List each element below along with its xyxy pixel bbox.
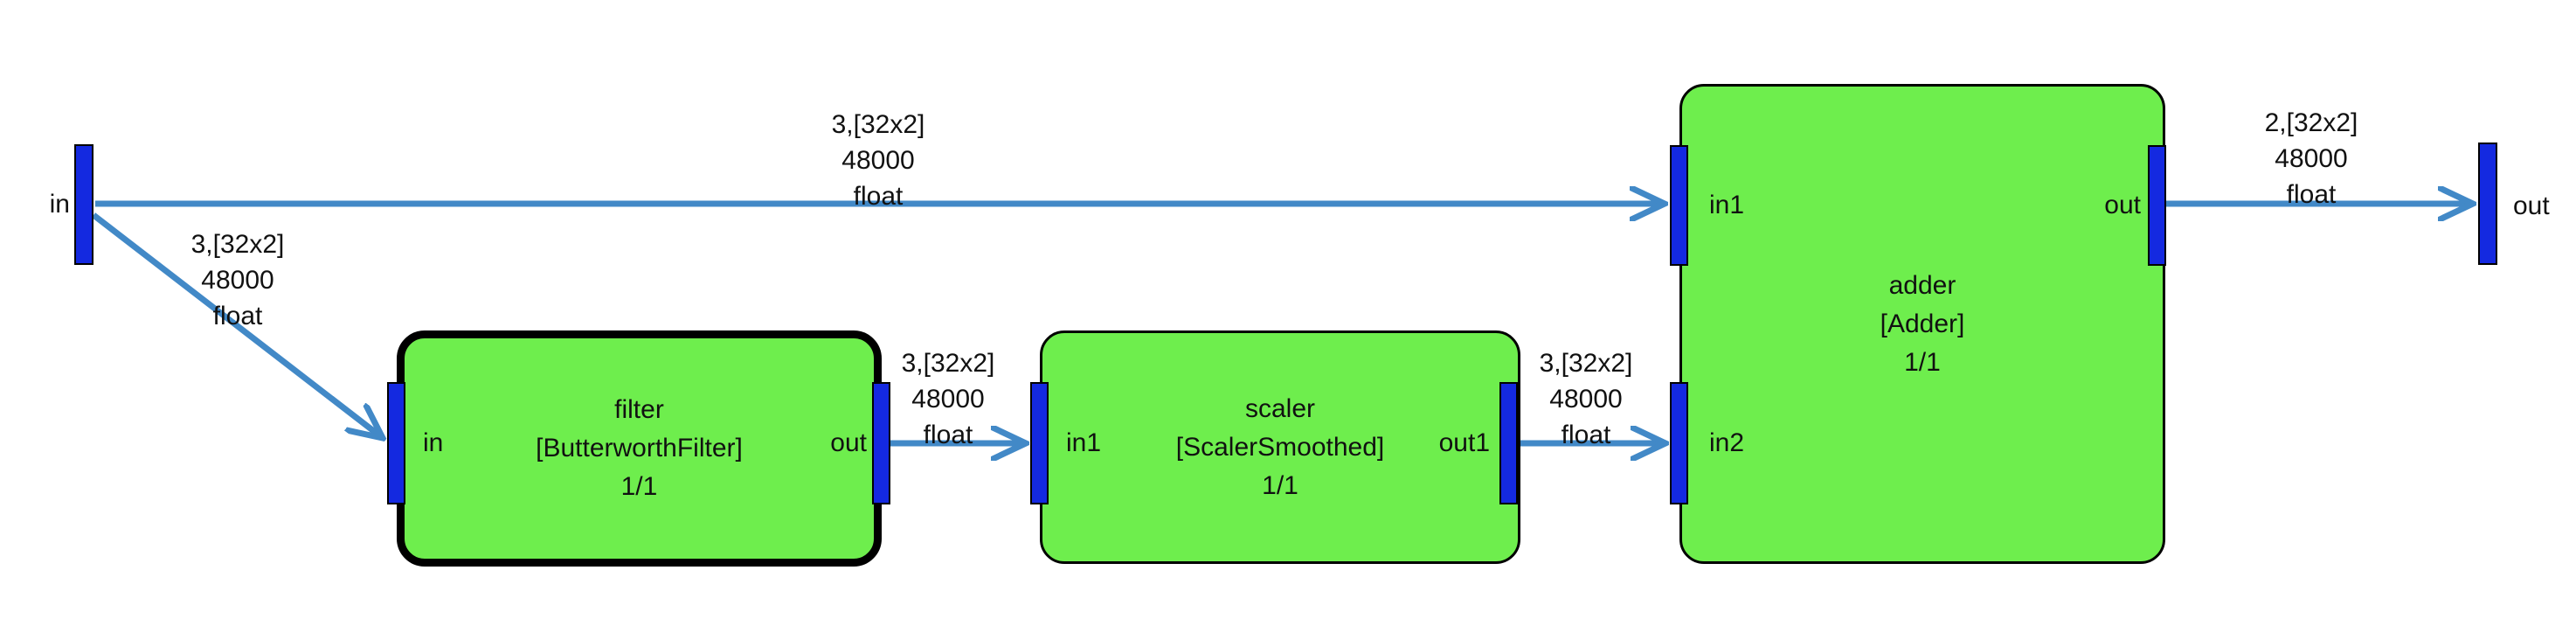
port-adder-out xyxy=(2148,145,2166,266)
port-adder-out-label: out xyxy=(2104,191,2141,219)
edge-label-scaler-adder: 3,[32x2] 48000 float xyxy=(1490,345,1682,453)
external-input-port xyxy=(74,144,93,265)
node-adder-count: 1/1 xyxy=(1904,347,1941,377)
port-filter-in xyxy=(387,382,405,504)
edge-label-in-filter: 3,[32x2] 48000 float xyxy=(142,226,334,334)
node-filter-title: filter [ButterworthFilter] 1/1 xyxy=(536,391,743,506)
port-adder-in1 xyxy=(1670,145,1688,266)
edge-label-line: 2,[32x2] xyxy=(2264,108,2358,137)
external-output-label: out xyxy=(2513,191,2550,220)
edge-label-line: float xyxy=(923,421,973,449)
port-adder-in2-label: in2 xyxy=(1709,428,1745,457)
port-scaler-in1-label: in1 xyxy=(1066,428,1102,457)
node-scaler-type: [ScalerSmoothed] xyxy=(1175,432,1385,462)
edge-label-line: 48000 xyxy=(1549,385,1623,414)
edge-label-adder-out: 2,[32x2] 48000 float xyxy=(2215,105,2407,212)
port-scaler-in1 xyxy=(1030,382,1049,504)
port-filter-out-label: out xyxy=(830,428,867,457)
node-scaler-title: scaler [ScalerSmoothed] 1/1 xyxy=(1176,390,1384,505)
external-input-label: in xyxy=(49,190,70,219)
port-scaler-out1-label: out1 xyxy=(1438,428,1490,457)
edge-label-line: float xyxy=(2286,180,2337,209)
edge-label-line: 3,[32x2] xyxy=(1539,349,1633,378)
node-filter-name: filter xyxy=(614,395,664,424)
node-filter-count: 1/1 xyxy=(620,472,658,501)
edge-label-line: 48000 xyxy=(841,146,915,175)
edge-label-line: 48000 xyxy=(2275,144,2348,173)
node-adder-title: adder [Adder] 1/1 xyxy=(1880,267,1965,382)
node-scaler-count: 1/1 xyxy=(1262,470,1298,500)
node-filter: filter [ButterworthFilter] 1/1 xyxy=(397,330,882,567)
port-filter-out xyxy=(872,382,890,504)
edge-label-in-adder: 3,[32x2] 48000 float xyxy=(782,107,974,214)
port-filter-in-label: in xyxy=(423,428,444,457)
edge-label-line: 3,[32x2] xyxy=(190,230,285,259)
port-adder-in1-label: in1 xyxy=(1709,191,1745,219)
external-output-port xyxy=(2478,143,2497,265)
node-adder-name: adder xyxy=(1888,270,1956,300)
edge-label-line: float xyxy=(1561,421,1611,449)
edge-label-filter-scaler: 3,[32x2] 48000 float xyxy=(852,345,1044,453)
edge-label-line: float xyxy=(212,302,263,330)
edge-label-line: 48000 xyxy=(911,385,985,414)
edge-label-line: 3,[32x2] xyxy=(901,349,995,378)
edge-label-line: 48000 xyxy=(201,266,274,295)
node-scaler-name: scaler xyxy=(1244,393,1316,423)
edge-label-line: float xyxy=(853,182,904,211)
node-adder-type: [Adder] xyxy=(1880,309,1965,338)
port-adder-in2 xyxy=(1670,382,1688,504)
edge-label-line: 3,[32x2] xyxy=(831,110,925,139)
node-adder: adder [Adder] 1/1 xyxy=(1679,84,2165,564)
node-scaler: scaler [ScalerSmoothed] 1/1 xyxy=(1040,330,1520,564)
edge-in-to-filter-in xyxy=(91,212,383,438)
node-filter-type: [ButterworthFilter] xyxy=(536,434,743,463)
port-scaler-out1 xyxy=(1499,382,1518,504)
